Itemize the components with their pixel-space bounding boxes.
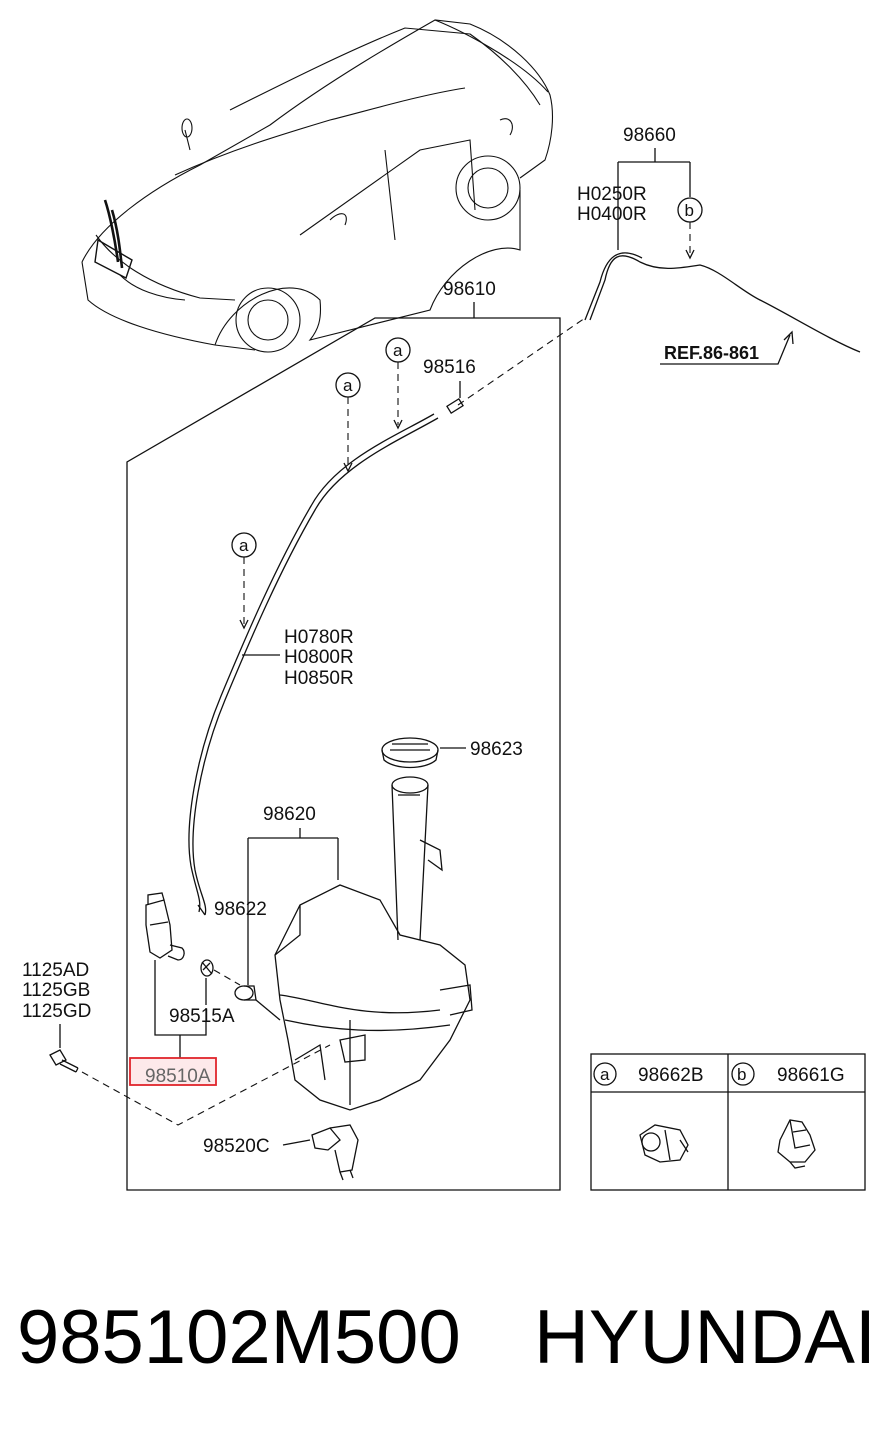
callout-a-3: a: [231, 532, 257, 558]
label-98510a: 98510A: [145, 1066, 211, 1087]
pump-98520c: [311, 1124, 359, 1181]
footer-part-number: 985102M500: [17, 1295, 461, 1380]
pump-98510a: [145, 892, 206, 961]
svg-text:a: a: [393, 341, 403, 360]
connector-98516: [446, 398, 464, 414]
label-ref: REF.86-861: [664, 343, 759, 363]
cap-98623: [381, 737, 439, 769]
label-98660: 98660: [623, 125, 676, 146]
label-98516: 98516: [423, 357, 476, 378]
label-1125gb: 1125GB: [22, 980, 90, 1001]
footer-brand: HYUNDAI: [534, 1295, 877, 1380]
label-h0780r: H0780R: [284, 627, 354, 648]
svg-text:a: a: [600, 1065, 610, 1084]
filter-98515a: [200, 959, 214, 977]
arrow-ref: [783, 330, 794, 345]
label-98610: 98610: [443, 279, 496, 300]
svg-text:a: a: [239, 536, 249, 555]
hose-98660-inner: [584, 252, 643, 321]
label-98623: 98623: [470, 739, 523, 760]
label-1125gd: 1125GD: [22, 1001, 91, 1022]
callout-b-top: b: [677, 197, 703, 223]
grommet-98622: [234, 985, 257, 1001]
leader-98660: [617, 148, 691, 250]
legend-b-part: 98661G: [777, 1065, 845, 1086]
leader-ref: [660, 334, 791, 365]
hose-main: [192, 417, 439, 916]
arrow-a-2: [343, 462, 353, 473]
arrow-b-top: [685, 249, 695, 260]
label-h0800r: H0800R: [284, 647, 354, 668]
label-98622: 98622: [214, 899, 267, 920]
label-h0250r: H0250R: [577, 184, 647, 205]
clip-98662b-drawing: [639, 1124, 689, 1163]
leader-98622-tank: [255, 999, 281, 1021]
leader-98520c: [282, 1139, 311, 1146]
callout-a-1: a: [385, 337, 411, 363]
leader-98510a: [154, 960, 207, 1058]
legend-a-circle: a: [593, 1062, 617, 1086]
legend-b-circle: b: [731, 1062, 755, 1086]
bolt-1125ad: [49, 1049, 79, 1073]
clip-98661g-drawing: [777, 1119, 816, 1169]
label-h0400r: H0400R: [577, 204, 647, 225]
car-illustration: [81, 19, 554, 353]
reservoir-98620: [274, 776, 473, 1111]
label-1125ad: 1125AD: [22, 960, 89, 981]
svg-text:b: b: [685, 201, 694, 220]
label-98515a: 98515A: [169, 1006, 235, 1027]
highlight-98510a[interactable]: [129, 1057, 217, 1086]
dash-98516-link: [457, 317, 586, 406]
dash-98515a: [213, 969, 241, 986]
legend-table: a 98662B b 98661G: [590, 1053, 866, 1191]
label-h0850r: H0850R: [284, 668, 354, 689]
group-box-98610: [126, 317, 561, 1191]
leader-98620: [247, 828, 339, 985]
svg-text:a: a: [343, 376, 353, 395]
arrow-a-1: [393, 419, 403, 430]
svg-text:b: b: [737, 1065, 746, 1084]
legend-a-part: 98662B: [638, 1065, 704, 1086]
dash-bolt-link: [81, 1044, 331, 1126]
arrow-a-3: [239, 619, 249, 630]
label-98520c: 98520C: [203, 1136, 270, 1157]
hose-98660: [589, 255, 861, 353]
label-98620: 98620: [263, 804, 316, 825]
callout-a-2: a: [335, 372, 361, 398]
